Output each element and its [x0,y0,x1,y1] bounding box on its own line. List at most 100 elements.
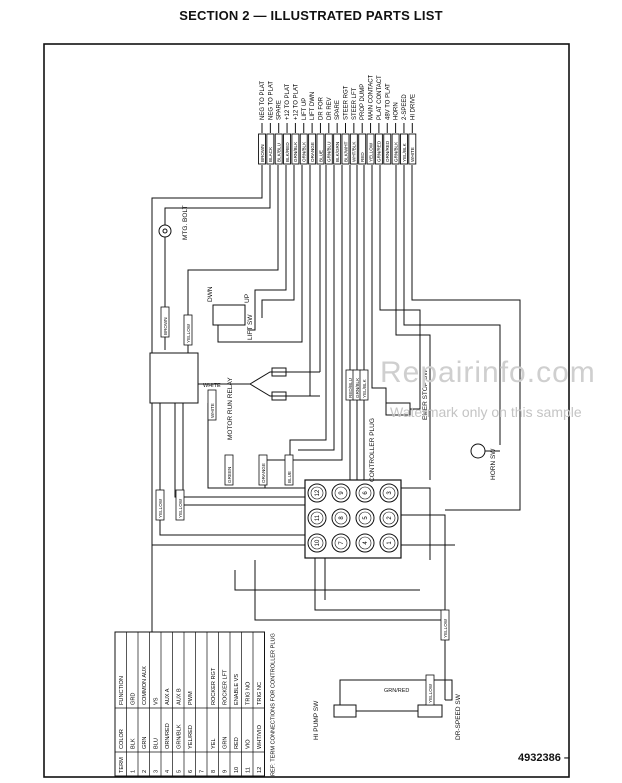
lift-switch-label: LIFT SW [247,314,254,340]
wire-color-label: BLK/BLU [277,143,282,162]
table-cell: 10 [234,767,240,773]
wire-color-label: BLK/RED [285,142,290,162]
table-header: FUNCTION [119,676,125,705]
terminal-label: HORN [394,102,400,120]
table-cell: BLK [130,738,136,749]
plug-pin [307,483,327,503]
motor-relay-label: MOTOR RUN RELAY [227,377,234,440]
table-cell: RED [234,737,240,749]
wire-color-label: BLK/GRN [335,142,340,162]
wire-tag-label: RED/BLU [348,378,353,398]
wire-color-label: ORANGE [310,142,315,162]
terminal-label: +12 TO PLAT [293,83,299,120]
table-cell: GRD [130,693,136,705]
terminal-label: STEER LFT [352,87,358,120]
wire-color-tag [308,133,317,165]
wire-tag-label: YELLOW [158,498,163,518]
plug-pin-number: 8 [339,516,345,520]
wire-color-label: WHT/BLK [352,141,357,162]
terminal-label: STEER RGT [344,85,350,120]
wire-color-tag [358,133,367,165]
terminal-label: NEG TO PLAT [260,81,266,120]
wire-tag-label: GREEN [227,467,232,483]
wire-color-tag [366,133,375,165]
wire-color-tag [266,133,275,165]
terminal-label: SPARE [335,100,341,120]
wire-color-tag [316,133,325,165]
terminal-label: PLAT CONTACT [377,75,383,120]
table-cell: TRIG NO [245,681,251,705]
wire-color-tag [374,133,383,165]
wire-tag-label: BLUE [287,471,292,483]
table-cell: VIO [245,739,251,749]
horn-switch-label: HORN SW [490,448,497,480]
wire-color-tag [341,133,350,165]
wire-bundle [261,123,413,133]
wire-color-tag [333,133,342,165]
table-cell: ROCKER LFT [222,669,228,705]
table-cell: GRN [142,737,148,749]
wire-color-tag [349,133,358,165]
wire-tag-label: YEL/BLK [362,378,367,398]
table-cell: 6 [188,770,194,773]
terminal-label: DR REV [327,97,333,120]
lift-down-label: DWN [207,286,214,302]
terminal-label: +12 TO PLAT [285,83,291,120]
plug-pin-number: 3 [387,491,393,495]
terminal-label: SPARE [277,100,283,120]
wire-color-label: WHITE [410,147,415,162]
terminal-label: DR FOR [318,96,324,120]
part-number: 4932386 – [518,752,570,764]
plug-pin [355,483,375,503]
table-cell: YEL [211,738,217,749]
wire-color-label: ORN/RED [385,140,390,162]
wire-color-tag [408,133,417,165]
plug-pin-number: 6 [363,491,369,495]
table-cell: 11 [245,767,251,773]
wire-color-label: YEL/BLK [402,142,407,162]
plug-pin [379,533,399,553]
wire-color-tag [258,133,266,165]
table-cell: PWM [188,691,194,705]
plug-pin [379,508,399,528]
wire-color-tag [291,133,300,165]
wire-color-label: YELLOW [368,142,373,162]
wire-color-tag [383,133,392,165]
wire-color-label: RED [360,152,365,162]
terminal-label: HI DRIVE [410,94,416,120]
plug-pin-number: 9 [339,491,345,495]
table-cell: AUX A [165,688,171,705]
table-cell: 9 [222,770,228,773]
hi-pump-switch-label: HI PUMP SW [313,700,320,740]
wire-color-label: GRN/BLK [393,141,398,162]
wire-color-label: GRN/RED [377,140,382,162]
mtg-bolt-label: MTG. BOLT [182,205,189,240]
wire-color-tag [283,133,291,165]
wire-color-label: GRN/BLK [293,141,298,162]
table-cell: TRIG NC [257,682,263,705]
table-cell: ORN/RED [165,723,171,749]
plug-pin-number: 12 [315,489,321,496]
plug-pin [331,483,351,503]
wire-color-tag [274,133,283,165]
emergency-stop-label: EMER STOP SW [422,369,429,420]
table-cell: GRN [222,737,228,749]
table-cell: 12 [257,767,263,773]
wire-color-label: BLACK [268,146,273,162]
table-cell: ROCKER RGT [211,667,217,705]
watermark-subtext: Watermark only on this sample [390,404,582,420]
terminal-label: PROP DUMP [360,84,366,120]
diagram-frame [43,43,570,778]
table-cell: 8 [211,770,217,773]
wire-color-label: BLK/WHT [343,141,348,162]
relay-wire-label: WHITE [203,383,221,389]
plug-pin-number: 7 [339,541,345,545]
table-cell: 7 [199,770,205,773]
plug-pin [307,508,327,528]
wire-tag-label: GRN/BLK [355,377,360,398]
plug-pin [331,533,351,553]
plug-pin [307,533,327,553]
terminal-label: LIFT DWN [310,92,316,120]
terminal-label: MAIN CONTACT [369,74,375,120]
